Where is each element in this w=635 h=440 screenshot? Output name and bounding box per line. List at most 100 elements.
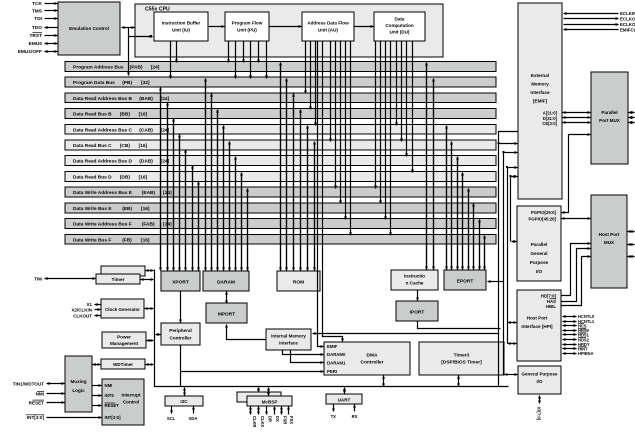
svg-text:RESET: RESET <box>105 403 120 408</box>
svg-text:X2/CLKIN: X2/CLKIN <box>71 308 92 313</box>
svg-text:Instruction Buffer: Instruction Buffer <box>162 21 201 26</box>
svg-text:Instructio: Instructio <box>404 274 425 279</box>
svg-text:(CAB): (CAB) <box>139 127 153 133</box>
svg-text:ECLKOUT1: ECLKOUT1 <box>620 16 635 21</box>
svg-text:Control: Control <box>123 400 139 405</box>
svg-text:Port MUX: Port MUX <box>599 118 621 123</box>
svg-text:TIN1/WDTOUT: TIN1/WDTOUT <box>13 382 44 387</box>
svg-text:ECLKIN: ECLKIN <box>620 11 635 16</box>
svg-text:TIM: TIM <box>34 277 42 282</box>
svg-text:Unit (IU): Unit (IU) <box>172 28 190 33</box>
svg-text:PERI: PERI <box>327 369 337 374</box>
svg-text:Host Port: Host Port <box>599 232 620 237</box>
svg-text:(BB): (BB) <box>120 112 131 118</box>
svg-text:Program Address Bus: Program Address Bus <box>73 64 124 70</box>
svg-text:EMU0: EMU0 <box>29 41 43 47</box>
svg-text:Data Write Address Bus F: Data Write Address Bus F <box>73 222 132 228</box>
svg-text:Parallel: Parallel <box>601 110 617 115</box>
svg-text:Clock Generator: Clock Generator <box>105 307 140 312</box>
svg-text:Emulation Control: Emulation Control <box>69 26 109 31</box>
svg-text:Unit (PU): Unit (PU) <box>237 28 257 33</box>
svg-text:CLKR: CLKR <box>252 416 257 427</box>
svg-text:[16]: [16] <box>139 174 148 180</box>
svg-text:UART: UART <box>338 397 351 402</box>
svg-text:DR: DR <box>267 416 272 422</box>
svg-text:[24]: [24] <box>151 64 160 70</box>
svg-text:(DB): (DB) <box>120 174 131 180</box>
svg-text:HCS: HCS <box>578 323 587 328</box>
svg-text:External: External <box>531 73 549 78</box>
svg-text:Peripheral: Peripheral <box>169 328 191 333</box>
svg-text:TCK: TCK <box>32 1 42 7</box>
svg-text:HINT: HINT <box>578 347 588 352</box>
svg-text:[16]: [16] <box>141 206 150 212</box>
svg-text:Timer: Timer <box>112 277 125 283</box>
svg-text:(PAB): (PAB) <box>130 64 143 70</box>
svg-text:Data Read Address Bus C: Data Read Address Bus C <box>73 127 133 133</box>
svg-text:EMIFCLKS: EMIFCLKS <box>620 27 635 32</box>
svg-text:(FAB): (FAB) <box>142 222 155 228</box>
svg-text:Data: Data <box>395 17 405 22</box>
svg-text:Data Read Address Bus D: Data Read Address Bus D <box>73 159 133 165</box>
svg-text:[32]: [32] <box>141 80 150 86</box>
svg-text:(BAB): (BAB) <box>139 96 153 102</box>
svg-text:CE[3:0]: CE[3:0] <box>542 121 557 126</box>
svg-text:Data Read Bus C: Data Read Bus C <box>73 143 112 149</box>
svg-text:McBSP: McBSP <box>262 399 278 404</box>
svg-text:MUX: MUX <box>604 240 615 245</box>
svg-text:RX: RX <box>352 414 358 419</box>
svg-text:HAS: HAS <box>547 299 556 304</box>
svg-text:Memory: Memory <box>531 82 549 87</box>
svg-text:[16]: [16] <box>141 237 150 243</box>
svg-text:HD[7:0]: HD[7:0] <box>541 294 557 299</box>
svg-text:Data Write Address Bus E: Data Write Address Bus E <box>73 190 133 196</box>
svg-text:HDS1: HDS1 <box>578 333 590 338</box>
svg-text:FSX: FSX <box>289 416 294 424</box>
svg-text:DARAM: DARAM <box>217 280 235 286</box>
svg-text:n Cache: n Cache <box>406 281 424 286</box>
svg-text:A[21:0]: A[21:0] <box>543 111 558 116</box>
svg-text:[EMIF]: [EMIF] <box>533 99 548 104</box>
svg-text:EMU1/OFF: EMU1/OFF <box>18 49 42 55</box>
svg-text:TRST: TRST <box>29 33 42 39</box>
svg-text:DARAM1: DARAM1 <box>327 361 346 366</box>
svg-text:HDS2: HDS2 <box>578 337 590 342</box>
svg-text:[24]: [24] <box>161 159 170 165</box>
svg-text:XPORT: XPORT <box>172 280 189 286</box>
svg-text:PGPIO[25:0]: PGPIO[25:0] <box>531 210 557 215</box>
svg-text:Parallel: Parallel <box>531 242 547 247</box>
svg-text:Data Read Bus D: Data Read Bus D <box>73 174 112 180</box>
svg-text:INT[3:0]: INT[3:0] <box>27 415 45 420</box>
svg-text:PGPIO[45:26]: PGPIO[45:26] <box>529 217 557 222</box>
svg-text:ECLKOUT2: ECLKOUT2 <box>620 22 635 27</box>
svg-text:DX: DX <box>275 416 280 422</box>
svg-text:SDA: SDA <box>189 416 198 421</box>
svg-text:Purpose: Purpose <box>530 260 549 265</box>
svg-text:INT[3:0]: INT[3:0] <box>105 415 122 420</box>
svg-text:TX: TX <box>331 414 337 419</box>
svg-text:Data Write Bus E: Data Write Bus E <box>73 206 112 212</box>
svg-text:IPORT: IPORT <box>410 310 425 316</box>
svg-text:[24]: [24] <box>161 96 170 102</box>
svg-text:[24]: [24] <box>161 127 170 133</box>
svg-text:TDI: TDI <box>34 16 42 22</box>
svg-text:NMI: NMI <box>105 383 113 388</box>
svg-text:Address Data Flow: Address Data Flow <box>307 21 349 26</box>
svg-text:Data Read Bus B: Data Read Bus B <box>73 112 112 118</box>
svg-text:WDTimer: WDTimer <box>113 362 133 367</box>
svg-text:Logic: Logic <box>72 388 85 393</box>
svg-text:Interface: Interface <box>530 90 550 95</box>
svg-text:ROM: ROM <box>293 280 304 286</box>
svg-text:IO[7:0]: IO[7:0] <box>537 407 542 421</box>
svg-text:Controller: Controller <box>361 360 384 366</box>
svg-text:HCNTL0: HCNTL0 <box>578 314 595 319</box>
svg-text:SCL: SCL <box>167 416 176 421</box>
svg-text:(DAB): (DAB) <box>139 159 153 165</box>
svg-text:CLKX: CLKX <box>260 416 265 427</box>
svg-text:(EAB): (EAB) <box>142 190 156 196</box>
svg-text:HCNTL1: HCNTL1 <box>578 319 595 324</box>
svg-text:HPIENA: HPIENA <box>578 351 594 356</box>
svg-text:Unit (DU): Unit (DU) <box>390 30 410 35</box>
svg-text:I/O: I/O <box>536 379 543 384</box>
svg-text:[16]: [16] <box>139 112 148 118</box>
